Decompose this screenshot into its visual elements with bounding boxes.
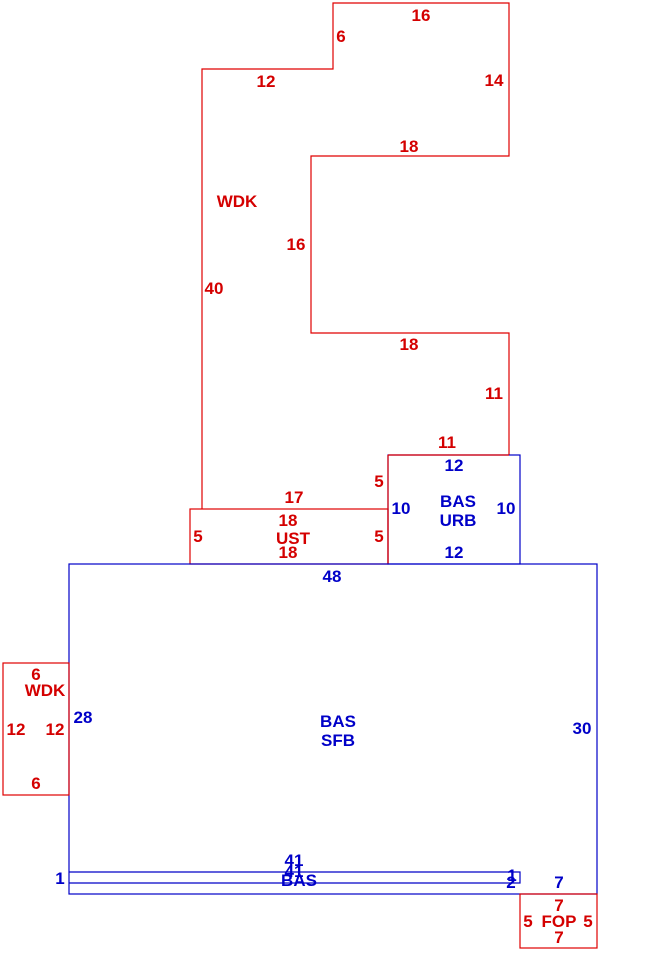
dim-label: 7 [554,928,563,947]
dim-label: 17 [285,488,304,507]
fop-outline [519,893,598,949]
dim-label: 18 [400,335,419,354]
dim-label: 5 [193,527,202,546]
dim-label: 12 [7,720,26,739]
dim-label: 12 [445,456,464,475]
area-code-label: FOP [542,912,577,931]
dim-label: 12 [46,720,65,739]
dim-label: 7 [554,896,563,915]
dim-label: 6 [31,774,40,793]
dim-label: 48 [323,567,342,586]
dim-label: 1 [507,866,516,885]
area-code-label: BAS [440,492,476,511]
area-code-label: SFB [321,731,355,750]
dim-label: 2 [506,873,515,892]
dim-label: 5 [583,912,592,931]
dim-label: 41 [285,862,304,881]
dim-label: 18 [279,511,298,530]
area-code-label: BAS [281,871,317,890]
dim-label: 6 [31,665,40,684]
dim-label: 41 [285,851,304,870]
dim-label: 1 [55,869,64,888]
dim-label: 30 [573,719,592,738]
area-code-label: UST [276,529,311,548]
dim-label: 11 [438,433,456,452]
dim-label: 18 [400,137,419,156]
dim-label: 5 [523,912,532,931]
area-code-label: URB [440,511,477,530]
dim-label: 10 [497,499,516,518]
dim-label: 6 [336,27,345,46]
upper-deck-outline [201,2,510,509]
dim-label: 11 [485,384,503,403]
dim-label: 12 [445,543,464,562]
dim-label: 5 [374,527,383,546]
area-code-label: WDK [25,681,66,700]
dim-label: 18 [279,543,298,562]
area-code-label: WDK [217,192,258,211]
area-code-label: BAS [320,712,356,731]
dim-label: 16 [287,235,306,254]
bas-strip-outline [69,871,521,884]
dim-label: 5 [374,472,383,491]
dim-label: 14 [485,71,504,90]
dim-label: 40 [205,279,224,298]
dim-label: 16 [412,6,431,25]
dim-label: 10 [392,499,411,518]
dim-label: 7 [554,873,563,892]
left-deck-outline [2,662,70,796]
dim-label: 28 [74,708,93,727]
dim-label: 12 [257,72,276,91]
